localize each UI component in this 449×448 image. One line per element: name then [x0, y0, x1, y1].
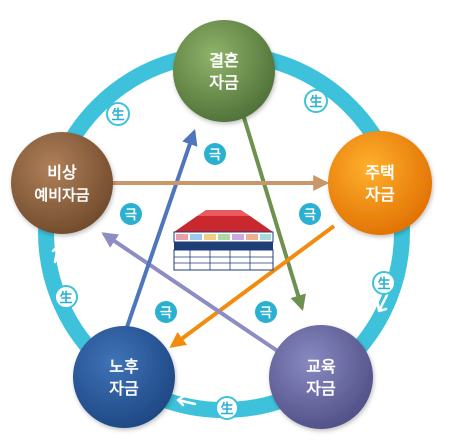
node-emergency-fund: 비상 예비자금: [11, 132, 113, 234]
node-housing-line1: 주택: [365, 163, 394, 182]
overcome-badge-label: 극: [304, 208, 316, 223]
ring-arrow-5: [51, 244, 64, 264]
overcome-badge-label: 극: [125, 208, 137, 223]
generate-badge-4: 生: [215, 396, 239, 420]
arrow-housing-to-retirement: [169, 224, 336, 348]
overcome-badge-1: 극: [204, 143, 226, 165]
generate-badge-3: 生: [372, 271, 396, 295]
node-retirement-line2: 자금: [109, 379, 139, 398]
node-retirement-fund: 노후 자금: [73, 326, 175, 428]
overcome-badge-5: 극: [120, 203, 142, 225]
generate-badge-label: 生: [309, 94, 322, 110]
overcome-badge-2: 극: [299, 203, 321, 225]
house-chart-icon: [173, 210, 274, 271]
node-marriage-line1: 결혼: [209, 51, 239, 70]
arrow-marriage-to-education: [236, 97, 306, 312]
node-emergency-line2: 예비자금: [34, 186, 89, 204]
node-retirement-line1: 노후: [109, 357, 139, 376]
overcome-badge-label: 극: [209, 148, 221, 163]
node-housing-line2: 자금: [365, 185, 395, 204]
generate-badge-5: 生: [54, 285, 78, 309]
arrow-education-to-emergency: [101, 232, 284, 356]
overcome-badge-label: 극: [260, 306, 272, 321]
ring-arrows: [51, 92, 389, 407]
node-marriage-line2: 자금: [209, 73, 239, 92]
node-education-fund: 교육 자금: [269, 325, 373, 429]
overcome-badge-4: 극: [155, 301, 177, 323]
node-emergency-line1: 비상: [47, 163, 77, 182]
node-marriage-fund: 결혼 자금: [173, 20, 275, 122]
node-housing-fund: 주택 자금: [328, 131, 432, 235]
overcome-badge-label: 극: [160, 306, 172, 321]
generate-badge-label: 生: [111, 107, 124, 123]
node-education-line1: 교육: [306, 357, 336, 376]
node-education-line2: 자금: [306, 379, 336, 398]
arrow-retirement-to-marriage: [124, 128, 198, 331]
overcome-badge-3: 극: [255, 301, 277, 323]
generate-badge-2: 生: [304, 89, 328, 113]
generate-badge-label: 生: [220, 401, 233, 417]
ring-arrow-3: [376, 293, 389, 313]
ring-arrow-4: [176, 394, 197, 407]
generate-badge-label: 生: [377, 276, 390, 292]
ring-arrow-2: [328, 112, 345, 129]
ring-arrow-1: [124, 92, 142, 108]
generate-badge-label: 生: [59, 290, 72, 306]
generate-badge-1: 生: [106, 102, 130, 126]
